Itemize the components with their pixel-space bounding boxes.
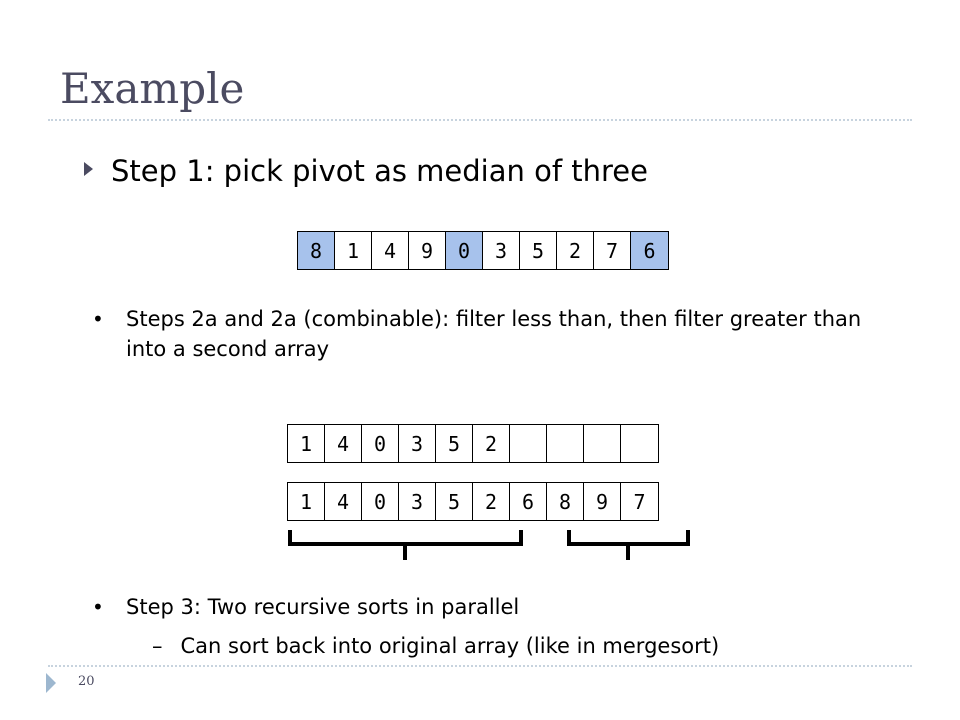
array-cell: 5: [436, 425, 473, 462]
slide-title: Example: [60, 64, 245, 113]
step3-subpoint: –Can sort back into original array (like…: [152, 631, 719, 661]
array-cell: 4: [325, 425, 362, 462]
array-cell: 1: [288, 483, 325, 520]
array-cell: 5: [520, 232, 557, 269]
array-cell: 0: [446, 232, 483, 269]
step2-line2: into a second array: [126, 337, 330, 361]
array-cell: 3: [399, 425, 436, 462]
array-cell: 2: [557, 232, 594, 269]
array-cell: 7: [594, 232, 631, 269]
array-cell: 1: [335, 232, 372, 269]
step3-subtext: Can sort back into original array (like …: [180, 634, 720, 658]
array-cell: 6: [510, 483, 547, 520]
array-cell: 9: [409, 232, 446, 269]
array-cell: 3: [399, 483, 436, 520]
step2-line1: Steps 2a and 2a (combinable): filter les…: [126, 307, 862, 331]
step1-bullet: Step 1: pick pivot as median of three: [84, 154, 648, 188]
right-partition-bracket: [567, 530, 690, 560]
bullet-dot: •: [92, 307, 104, 331]
triangle-bullet-icon: [84, 162, 93, 176]
step2-bullet: • Steps 2a and 2a (combinable): filter l…: [92, 304, 872, 364]
title-divider: [48, 119, 912, 121]
array-cell: [584, 425, 621, 462]
dash-bullet: –: [152, 634, 163, 658]
array-cell: 5: [436, 483, 473, 520]
page-number: 20: [78, 674, 95, 689]
array-cell: 6: [631, 232, 668, 269]
array-cell: 8: [547, 483, 584, 520]
array-cell: [510, 425, 547, 462]
array-cell: 3: [483, 232, 520, 269]
array-cell: [547, 425, 584, 462]
bullet-dot: •: [92, 595, 104, 619]
array-cell: 0: [362, 425, 399, 462]
array-cell: 2: [473, 425, 510, 462]
step1-text: Step 1: pick pivot as median of three: [111, 154, 648, 188]
array-cell: 4: [372, 232, 409, 269]
array-cell: 0: [362, 483, 399, 520]
array-cell: 2: [473, 483, 510, 520]
left-partition-bracket: [288, 530, 523, 560]
step3-text: Step 3: Two recursive sorts in parallel: [126, 595, 520, 619]
array-cell: 4: [325, 483, 362, 520]
array-cell: 8: [298, 232, 335, 269]
array-cell: 1: [288, 425, 325, 462]
array-cell: 9: [584, 483, 621, 520]
footer-marker-icon: [46, 673, 56, 693]
step3-bullet: • Step 3: Two recursive sorts in paralle…: [92, 592, 872, 622]
array-cell: 7: [633, 489, 646, 514]
footer-divider: [48, 665, 912, 667]
